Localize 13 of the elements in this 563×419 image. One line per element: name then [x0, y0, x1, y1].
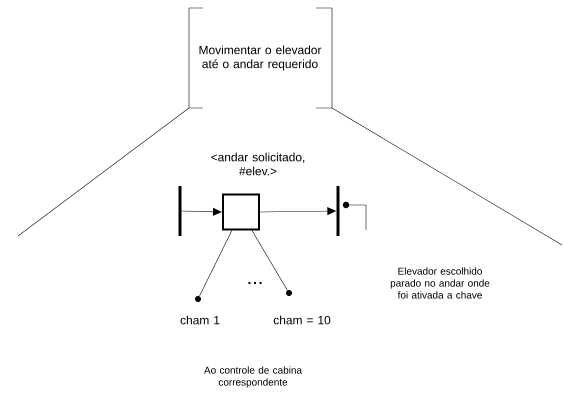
- arrow: [181, 208, 222, 216]
- ellipsis: ...: [248, 282, 262, 284]
- connector-line: [252, 230, 288, 291]
- note-text: Elevador escolhido parado no andar onde foi ativada a chave: [390, 267, 490, 299]
- rectangle-bar: [178, 186, 182, 236]
- node-caption: cham 1: [180, 316, 220, 324]
- note-text: Ao controle de cabina correspondente: [204, 366, 302, 388]
- bar-with-dot: [336, 186, 366, 236]
- bracket-box: Movimentar o elevador até o andar requerido: [188, 8, 332, 108]
- square-box: [222, 194, 260, 230]
- connector-line: [199, 230, 232, 296]
- node-caption: cham = 10: [274, 316, 330, 324]
- node-caption: <andar solicitado, #elev.>: [211, 152, 304, 176]
